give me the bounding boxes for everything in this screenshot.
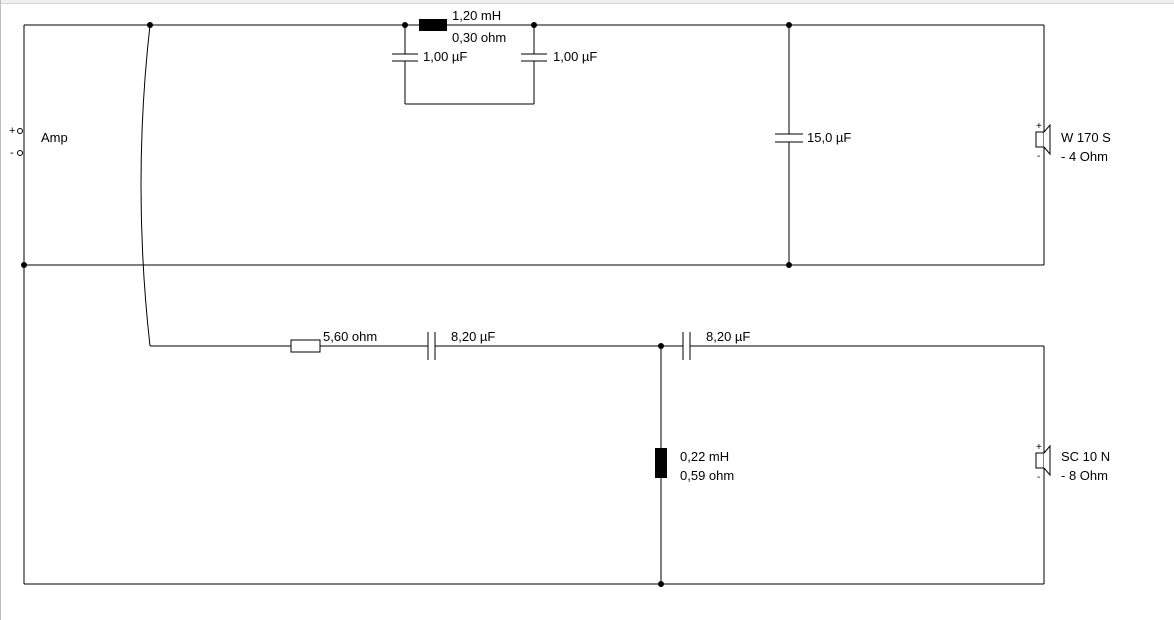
amp-label: Amp (41, 130, 68, 145)
junction-dot (402, 22, 408, 28)
junction-dot (21, 262, 27, 268)
junction-dot (658, 581, 664, 587)
woofer-speaker-icon (1035, 123, 1051, 156)
series-inductor-resistance: 0,30 ohm (452, 30, 506, 45)
series-resistor-value: 5,60 ohm (323, 329, 377, 344)
amp-minus-sign: - (10, 147, 14, 159)
notch-cap-right-value: 1,00 µF (553, 49, 597, 64)
top-toolbar-edge (0, 0, 1174, 4)
junction-dot (147, 22, 153, 28)
amp-plus-sign: + (9, 125, 15, 137)
shunt-cap-value: 15,0 µF (807, 130, 851, 145)
series-inductor-inductance: 1,20 mH (452, 8, 501, 23)
notch-cap-left-value: 1,00 µF (423, 49, 467, 64)
amp-plus-terminal (17, 128, 23, 134)
woofer-branch: 1,20 mH 0,30 ohm 1,00 µF 1,00 µF 15,0 µF… (392, 8, 1111, 164)
junction-dot (786, 262, 792, 268)
tweeter-minus-sign: - (1037, 472, 1040, 483)
junction-dot (531, 22, 537, 28)
tweeter-name: SC 10 N (1061, 449, 1110, 464)
amplifier: + - Amp (9, 125, 68, 159)
junctions (21, 22, 792, 587)
woofer-impedance: - 4 Ohm (1061, 149, 1108, 164)
woofer-plus-sign: + (1036, 121, 1042, 132)
tweeter-branch: 5,60 ohm 8,20 µF 8,20 µF 0,22 mH 0,59 oh… (290, 329, 1110, 483)
amp-minus-terminal (17, 150, 23, 156)
tweeter-impedance: - 8 Ohm (1061, 468, 1108, 483)
wires (23, 24, 1045, 585)
woofer-minus-sign: - (1037, 151, 1040, 162)
tweeter-plus-sign: + (1036, 442, 1042, 453)
inductor-symbol (419, 19, 447, 31)
junction-dot (658, 343, 664, 349)
series-cap-1-value: 8,20 µF (451, 329, 495, 344)
left-window-edge (0, 0, 1, 620)
shunt-inductor-inductance: 0,22 mH (680, 449, 729, 464)
junction-dot (786, 22, 792, 28)
series-cap-2-value: 8,20 µF (706, 329, 750, 344)
wire-jumper-arc (140, 24, 151, 347)
inductor-symbol (655, 448, 667, 478)
shunt-inductor-resistance: 0,59 ohm (680, 468, 734, 483)
woofer-name: W 170 S (1061, 130, 1111, 145)
tweeter-speaker-icon (1035, 444, 1051, 477)
resistor-symbol (290, 339, 321, 353)
